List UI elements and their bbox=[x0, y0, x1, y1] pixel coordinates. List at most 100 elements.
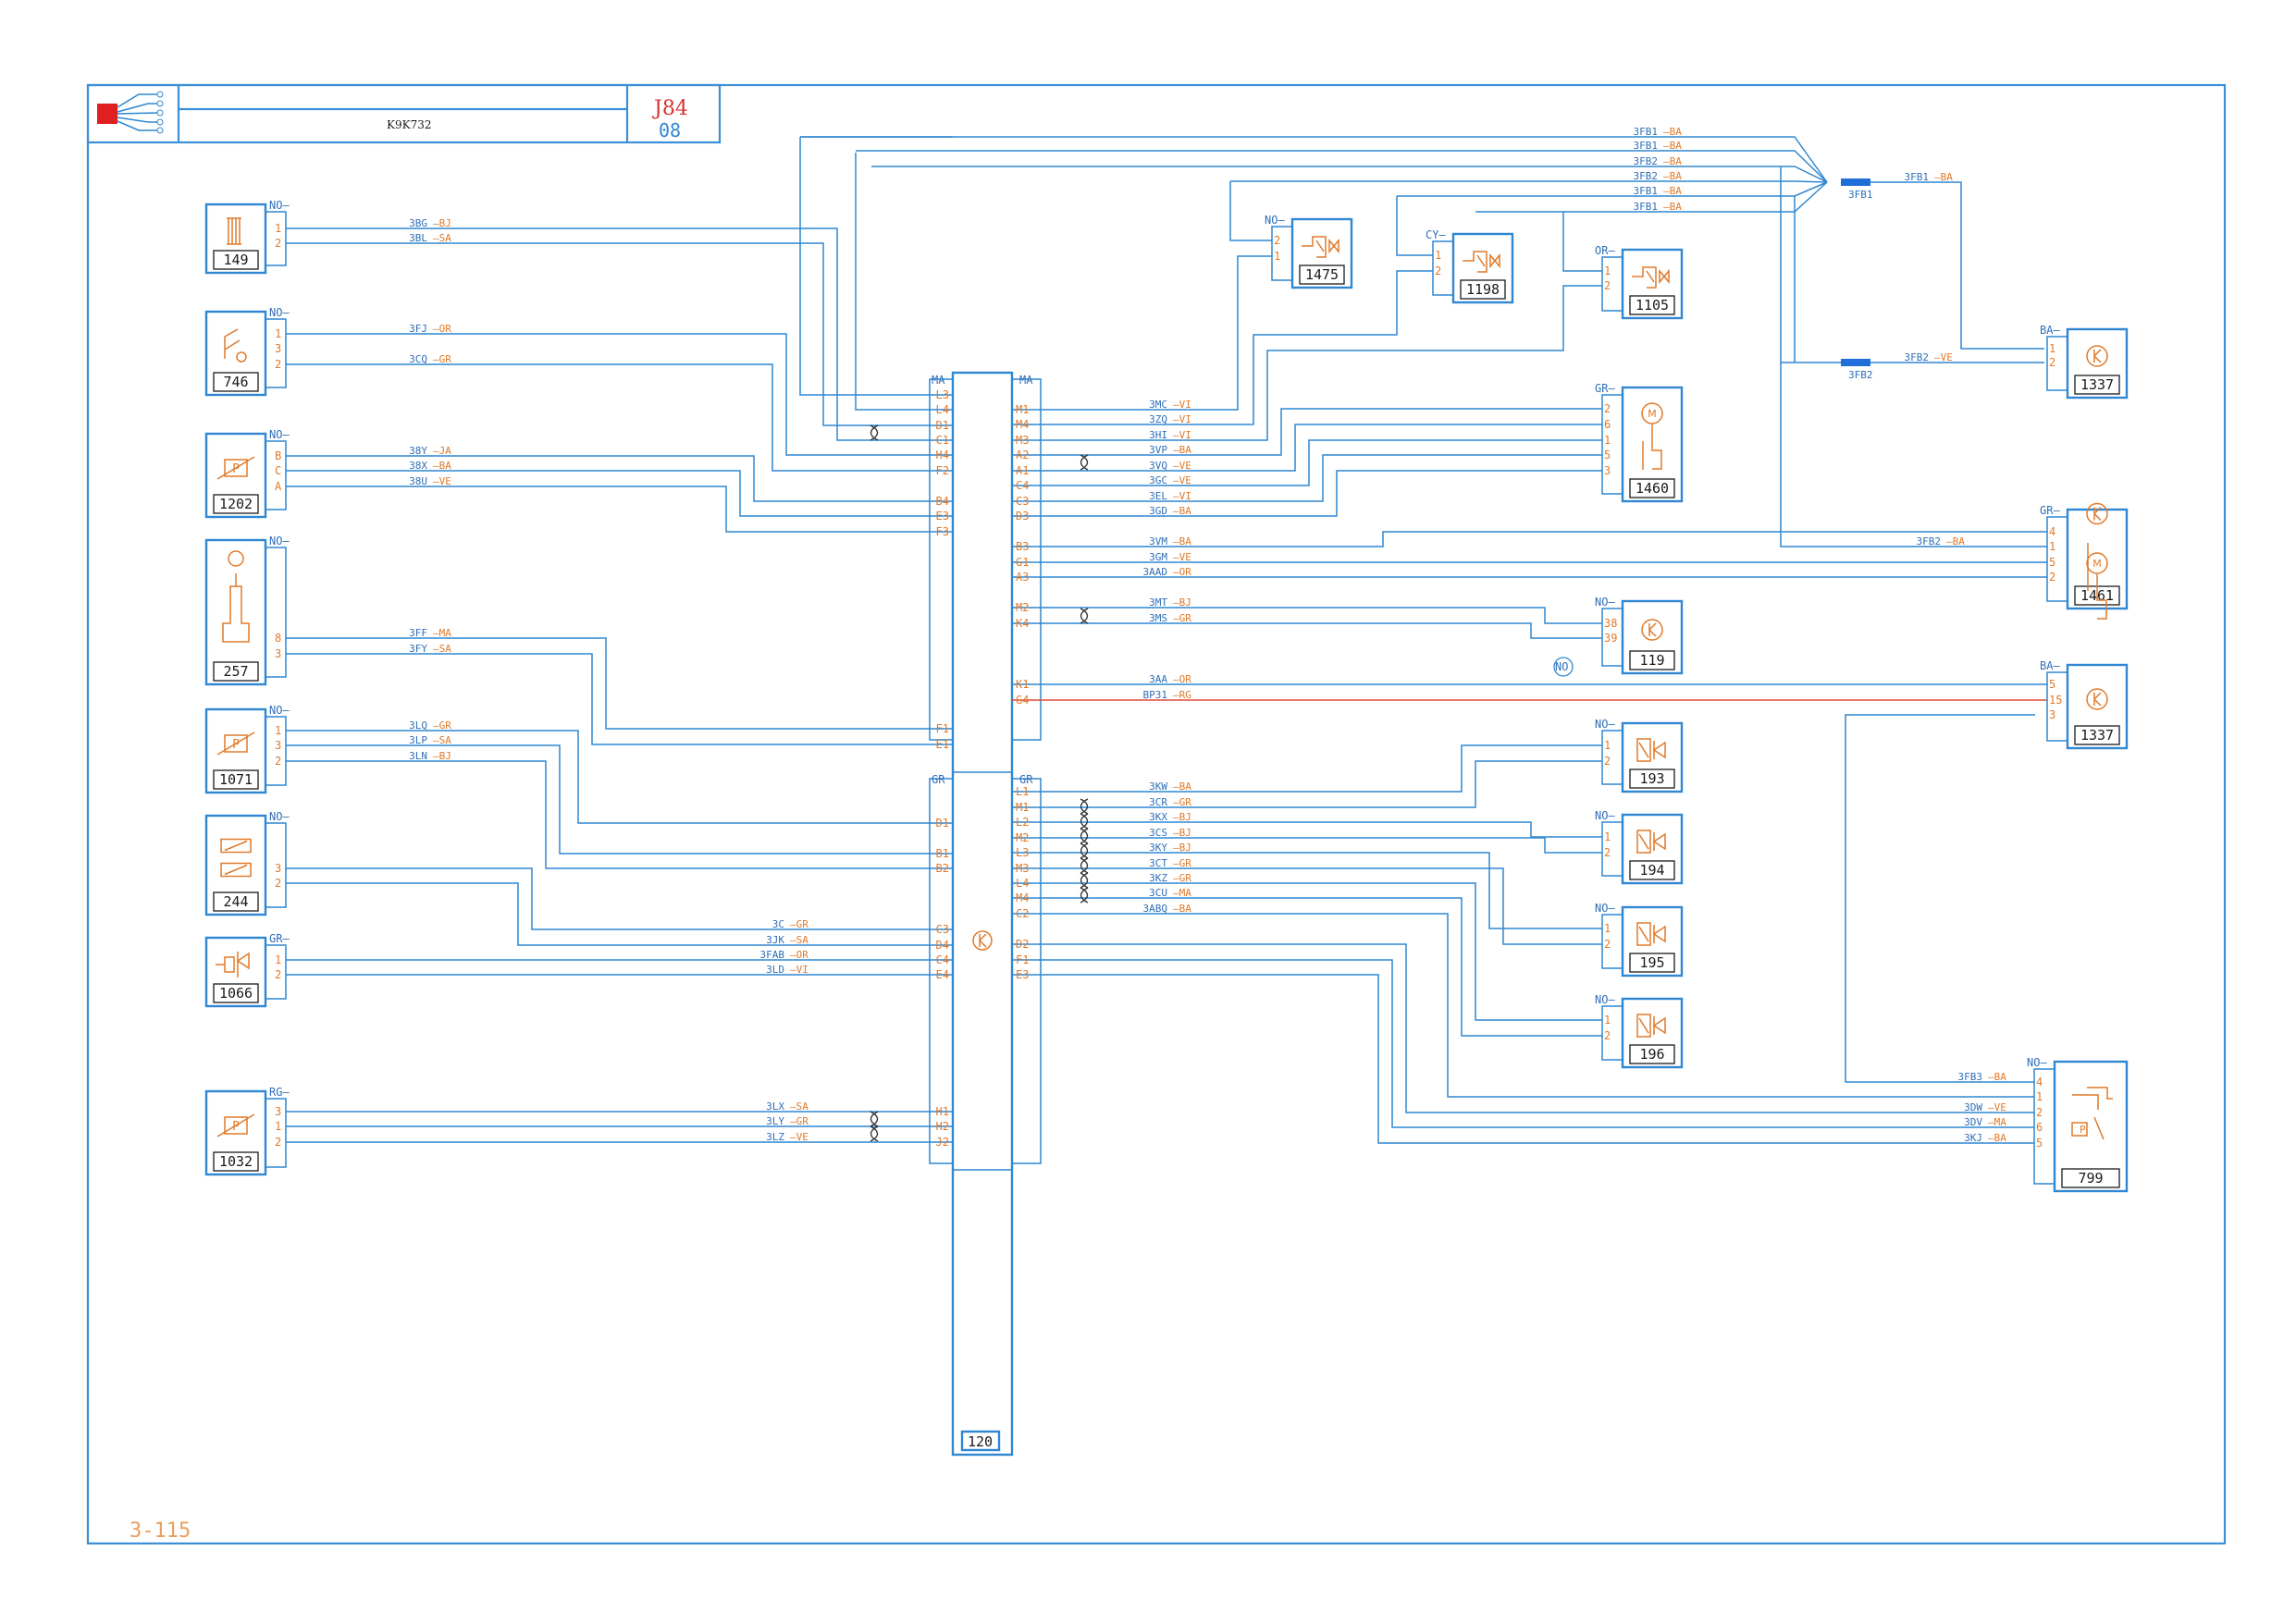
svg-text:P: P bbox=[232, 462, 240, 476]
wire-code: 3FB2 bbox=[1634, 155, 1659, 167]
svg-text:M: M bbox=[2092, 558, 2102, 570]
wire-color: —RG bbox=[1173, 689, 1191, 701]
svg-text:P: P bbox=[232, 1120, 240, 1134]
pin-label: 1 bbox=[1604, 922, 1611, 935]
wire-label: 3LN—BJ bbox=[409, 750, 451, 762]
wire-color: —BA bbox=[1663, 126, 1682, 138]
wire-color: —BJ bbox=[1173, 827, 1191, 839]
splice-3fb2 bbox=[1841, 359, 1870, 366]
wire-color: —GR bbox=[433, 719, 451, 732]
twisted-pair-icon bbox=[1080, 842, 1089, 859]
ecu-pin-right: L2 bbox=[1016, 816, 1029, 829]
wire-label: 3FB2—VE bbox=[1905, 351, 1953, 363]
ecu-pin-right: B3 bbox=[1016, 540, 1029, 553]
wire-code: 3FF bbox=[409, 627, 427, 639]
component-id: 244 bbox=[223, 893, 248, 910]
wire-color: —BJ bbox=[433, 750, 451, 762]
wire-label: 3HI—VI bbox=[1149, 429, 1191, 441]
wire bbox=[856, 150, 1828, 183]
pin-label: 2 bbox=[1604, 846, 1611, 859]
pin-label: 6 bbox=[2036, 1121, 2043, 1134]
wire-label: 3FB1—BA bbox=[1634, 126, 1683, 138]
note-label: NO bbox=[1555, 660, 1568, 673]
wire-code: 3JK bbox=[766, 934, 784, 946]
wire-code: 38X bbox=[409, 460, 427, 472]
ecu-pin-left: H4 bbox=[936, 449, 949, 461]
pin-label: 2 bbox=[1274, 234, 1280, 247]
wire bbox=[1012, 424, 1602, 472]
pin-label: 3 bbox=[2049, 708, 2055, 721]
page-frame bbox=[86, 83, 2227, 1545]
pin-label: 2 bbox=[2036, 1106, 2043, 1119]
wire-color: —VE bbox=[1173, 460, 1191, 472]
ecu-pin-left: C1 bbox=[936, 434, 949, 447]
wire bbox=[1229, 181, 1272, 241]
wire-code: 3LX bbox=[766, 1100, 784, 1113]
wire-color: —GR bbox=[790, 918, 809, 930]
connector-tag: NO— bbox=[1595, 993, 1615, 1006]
wire-label: 3JK—SA bbox=[766, 934, 809, 946]
wire bbox=[1012, 974, 2034, 1144]
ecu-pin-right: F1 bbox=[1016, 953, 1029, 966]
wire bbox=[286, 455, 953, 502]
wire-color: —GR bbox=[433, 353, 451, 365]
ecu-pin-left: H1 bbox=[936, 1105, 949, 1118]
ecu-pin-left: L4 bbox=[936, 403, 949, 416]
twisted-pair-icon bbox=[870, 1111, 879, 1127]
wire-color: —GR bbox=[1173, 857, 1191, 869]
twisted-pair-icon bbox=[1080, 857, 1089, 874]
svg-text:GR: GR bbox=[932, 773, 945, 786]
wire bbox=[286, 227, 953, 441]
splice-3fb1 bbox=[1841, 178, 1870, 186]
pin-label: 3 bbox=[275, 862, 281, 875]
pin-label: 2 bbox=[275, 968, 281, 981]
ecu-pin-left: E4 bbox=[936, 968, 949, 981]
wire-color: —VI bbox=[790, 964, 809, 976]
wire-label: 3CT—GR bbox=[1149, 857, 1191, 869]
wire-label: 3FB3—BA bbox=[1958, 1071, 2007, 1083]
connector-tag: BA— bbox=[2040, 324, 2060, 337]
wire bbox=[286, 882, 953, 946]
wire-label: 3KZ—GR bbox=[1149, 872, 1191, 884]
title-block: K9K732 J84 08 bbox=[86, 83, 722, 144]
ecu-pin-right: M2 bbox=[1016, 601, 1029, 614]
wire-color: —BA bbox=[1946, 535, 1965, 547]
wire bbox=[1012, 867, 1602, 945]
wire-code: 3FAB bbox=[760, 949, 785, 961]
ecu-pin-right: A3 bbox=[1016, 571, 1029, 584]
wire-color: —BA bbox=[1173, 535, 1191, 547]
ecu-pin-right: L1 bbox=[1016, 785, 1029, 798]
wire bbox=[286, 242, 953, 426]
wire-color: —GR bbox=[790, 1115, 809, 1127]
wire-color: —VI bbox=[1173, 429, 1191, 441]
ecu-pin-right: M3 bbox=[1016, 434, 1029, 447]
ecu-pin-right: L3 bbox=[1016, 846, 1029, 859]
valve-icon bbox=[1463, 251, 1500, 273]
pin-label: 1 bbox=[2036, 1090, 2043, 1103]
sensor-icon bbox=[224, 734, 248, 753]
wire-code: 3ABQ bbox=[1143, 903, 1168, 915]
component-id: 193 bbox=[1639, 770, 1664, 787]
computer-icon bbox=[2086, 502, 2108, 525]
